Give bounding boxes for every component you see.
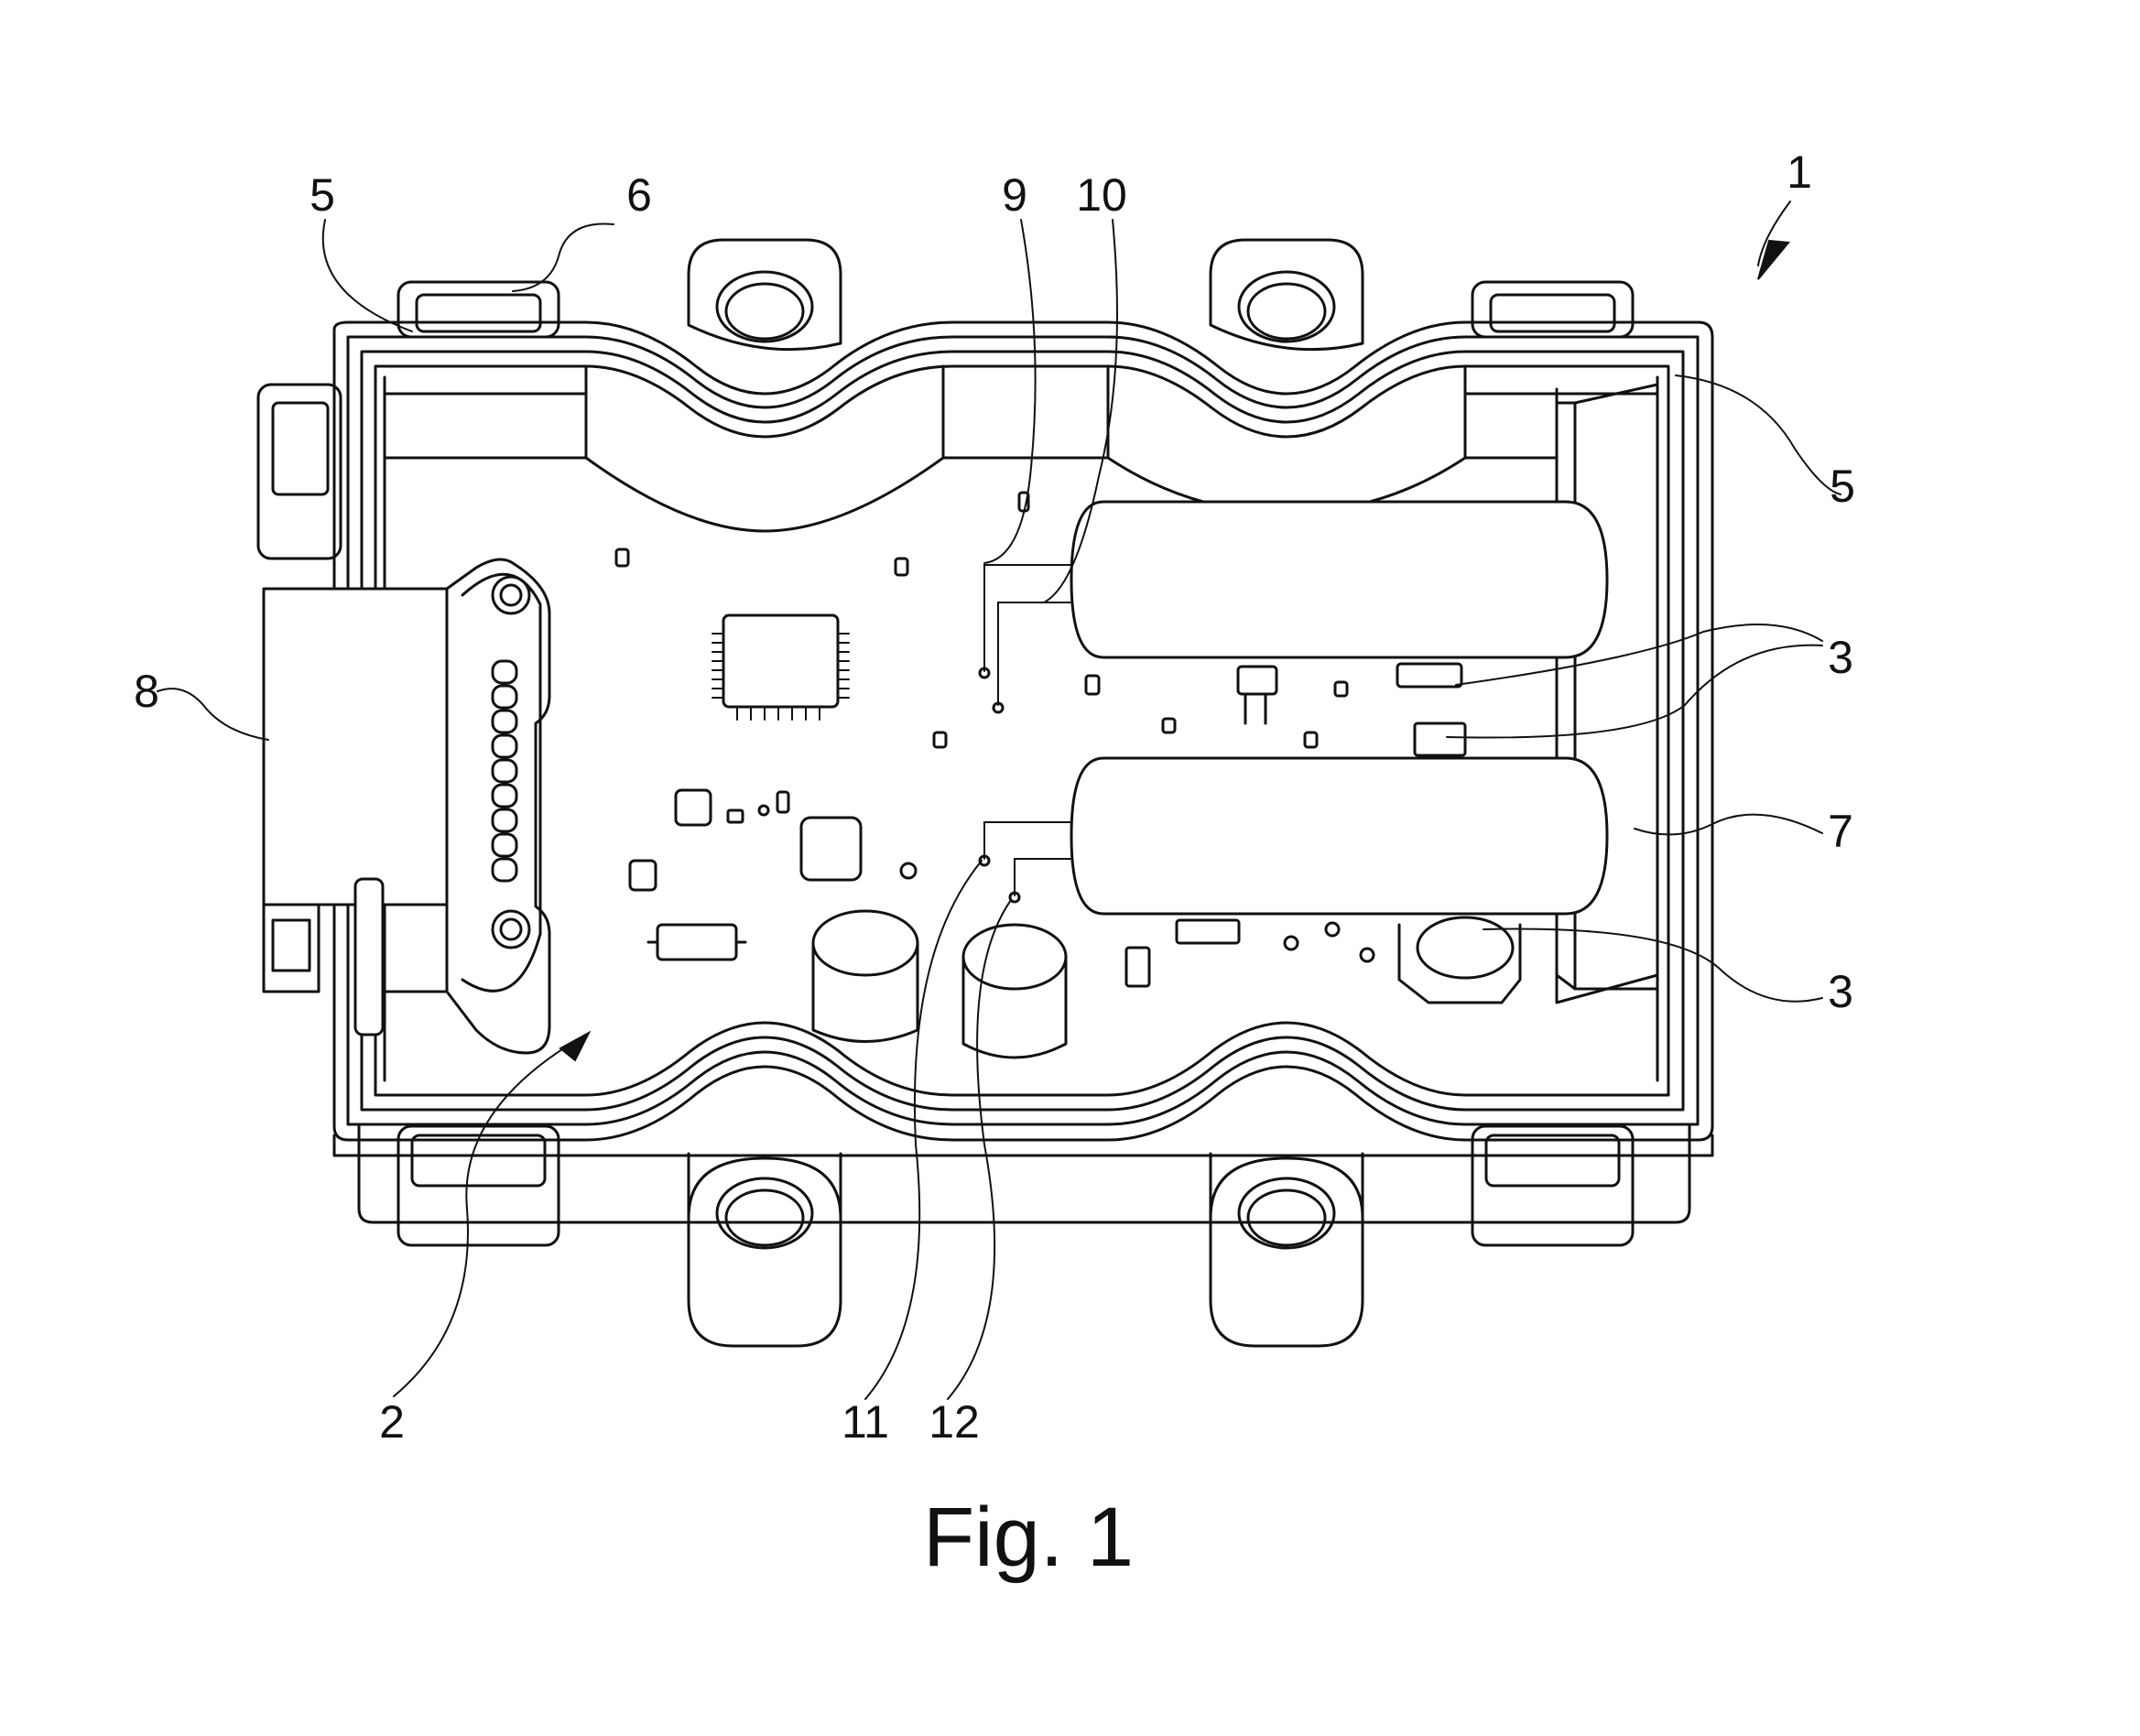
contact-10 bbox=[992, 602, 1072, 714]
numeral-3-upper: 3 bbox=[1828, 632, 1853, 683]
cylindrical-component-upper bbox=[1070, 500, 1609, 659]
contact-12 bbox=[1008, 858, 1072, 904]
clip-bottom-left bbox=[396, 1124, 560, 1247]
ic-chip bbox=[712, 613, 850, 721]
numeral-8: 8 bbox=[134, 666, 159, 717]
contact-11 bbox=[978, 821, 1072, 867]
figure-caption: Fig. 1 bbox=[923, 1491, 1134, 1584]
numeral-9: 9 bbox=[1002, 169, 1027, 221]
numeral-2: 2 bbox=[379, 1396, 405, 1448]
mounting-lug-bottom-right bbox=[1209, 1152, 1364, 1348]
clip-top-right bbox=[1471, 280, 1635, 339]
numeral-7: 7 bbox=[1828, 806, 1853, 857]
coil-component bbox=[1397, 916, 1522, 1004]
mounting-lug-top-left bbox=[687, 238, 842, 352]
connector-housing bbox=[262, 558, 551, 1055]
connector-pins bbox=[491, 659, 518, 883]
clip-bottom-right bbox=[1471, 1124, 1635, 1247]
numeral-3-lower: 3 bbox=[1828, 966, 1853, 1017]
mounting-lug-bottom-left bbox=[687, 1152, 842, 1348]
mounting-lug-top-right bbox=[1209, 238, 1364, 352]
numeral-11: 11 bbox=[842, 1396, 889, 1448]
numeral-12: 12 bbox=[929, 1396, 980, 1448]
contact-9 bbox=[978, 564, 1072, 679]
electrolytic-capacitor-left bbox=[811, 909, 919, 1043]
leader-lines bbox=[157, 201, 1841, 1400]
numeral-5-right: 5 bbox=[1830, 461, 1855, 512]
numeral-6: 6 bbox=[626, 169, 652, 221]
housing-outer-wall bbox=[332, 320, 1714, 1224]
clip-top-left bbox=[396, 280, 560, 339]
clip-left-side bbox=[256, 383, 342, 560]
reference-numerals: 1 5 6 9 10 5 3 8 7 3 2 11 12 bbox=[134, 146, 1855, 1448]
electrolytic-capacitor-right bbox=[961, 923, 1068, 1059]
cylindrical-component-lower bbox=[1070, 756, 1609, 916]
numeral-10: 10 bbox=[1076, 169, 1127, 221]
numeral-5-left: 5 bbox=[310, 169, 335, 221]
circuit-board bbox=[614, 491, 1522, 1059]
numeral-1: 1 bbox=[1787, 146, 1812, 198]
